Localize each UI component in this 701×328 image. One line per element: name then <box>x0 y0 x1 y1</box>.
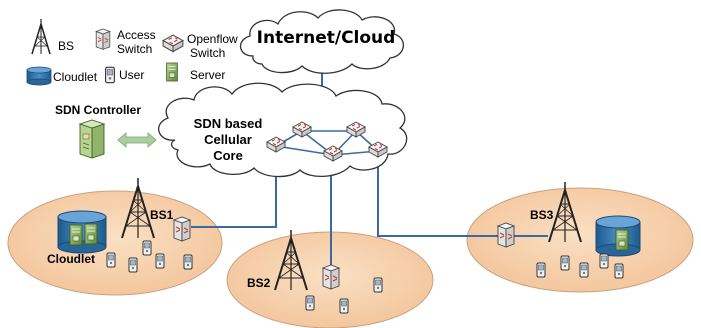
legend-cloudlet-label: Cloudlet <box>53 70 98 84</box>
bs1-label: BS1 <box>150 208 174 222</box>
access-switch-icon <box>95 28 111 50</box>
user-icon <box>142 240 152 256</box>
user-icon <box>128 257 138 273</box>
user-icon <box>305 295 315 311</box>
user-icon <box>560 255 570 271</box>
sdn-controller-icon <box>78 119 106 159</box>
core-label-line1: SDN based <box>194 116 263 131</box>
user-icon <box>339 298 349 314</box>
openflow-switch-icon <box>162 34 184 53</box>
legend-bs-label: BS <box>58 39 74 53</box>
core-label-line3: Core <box>213 148 243 163</box>
sdn-core-cloud: SDN based Cellular Core <box>158 82 408 178</box>
legend-access-switch-line2: Switch <box>117 42 152 56</box>
legend-access-switch-line1: Access <box>117 28 156 42</box>
core-label-line2: Cellular <box>204 132 252 147</box>
controller-link-arrow <box>117 132 157 148</box>
tower-icon <box>31 18 51 55</box>
access-switch-icon <box>322 264 340 290</box>
legend-openflow-switch-line1: Openflow <box>187 32 238 46</box>
server-icon <box>615 229 629 251</box>
access-switch-icon <box>173 216 191 242</box>
sdn-controller-label: SDN Controller <box>55 103 141 117</box>
user-icon <box>106 252 116 268</box>
legend: BS Access Switch Openflow Switch Cloudle… <box>26 18 238 86</box>
user-icon <box>373 277 383 293</box>
legend-openflow-switch-line2: Switch <box>190 46 225 60</box>
cloudlet-icon <box>26 66 52 86</box>
server-icon <box>84 223 98 245</box>
user-icon <box>105 66 115 84</box>
legend-server-label: Server <box>190 68 225 82</box>
user-icon <box>599 253 609 269</box>
bs3-label: BS3 <box>530 208 554 222</box>
internet-cloud: Internet/Cloud <box>239 9 404 74</box>
internet-cloud-label: Internet/Cloud <box>257 28 396 48</box>
bs2-label: BS2 <box>247 276 271 290</box>
user-icon <box>183 254 193 270</box>
user-icon <box>579 262 589 278</box>
legend-user-label: User <box>119 68 144 82</box>
server-icon <box>166 62 178 82</box>
access-switch-icon <box>497 222 515 248</box>
cloudlet-label: Cloudlet <box>47 252 95 266</box>
server-icon <box>69 224 83 246</box>
user-icon <box>614 263 624 279</box>
cell-bs1 <box>7 190 223 296</box>
user-icon <box>536 262 546 278</box>
user-icon <box>155 253 165 269</box>
